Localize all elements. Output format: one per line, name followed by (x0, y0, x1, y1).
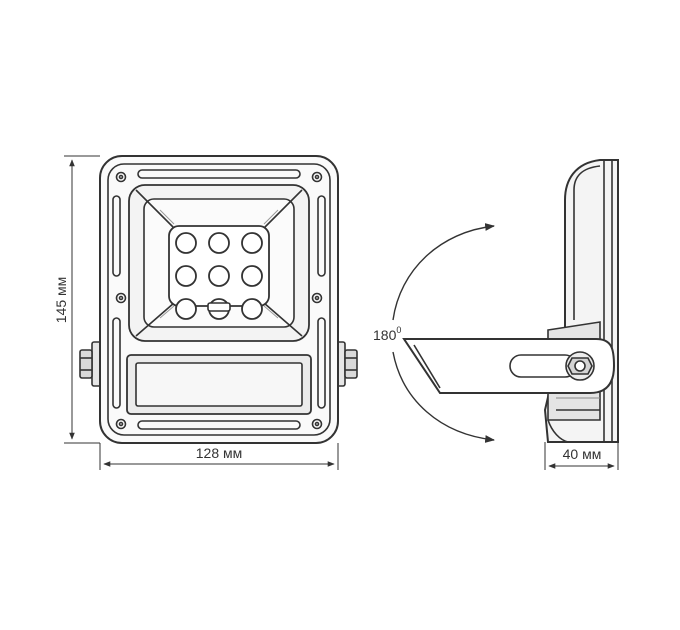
right-slot-upper (317, 195, 326, 277)
rotation-degree-mark: 0 (396, 325, 401, 335)
right-bracket-bolt (335, 341, 358, 387)
left-slot-upper (112, 195, 121, 277)
housing-inner (107, 163, 331, 436)
height-dimension (64, 155, 100, 444)
led-chip (208, 232, 230, 254)
bottom-slot (137, 420, 301, 430)
led-chip (208, 265, 230, 287)
width-dimension (99, 443, 339, 470)
rotation-value: 180 (373, 327, 397, 343)
rotation-arc-upper (392, 223, 495, 321)
left-slot-lower (112, 317, 121, 409)
pivot-bolt (565, 351, 595, 381)
left-bracket-bolt (79, 341, 102, 387)
side-view (402, 159, 619, 443)
rotation-arc-lower (392, 351, 495, 443)
rotation-label: 1800 (373, 325, 401, 343)
driver-window-inner (135, 362, 303, 407)
right-slot-lower (317, 317, 326, 409)
led-chip (175, 265, 197, 287)
depth-dimension (544, 442, 619, 470)
rotation-indicator (392, 223, 495, 443)
front-view (79, 155, 358, 444)
top-slot (137, 169, 301, 179)
led-chip (241, 232, 263, 254)
led-chip (175, 298, 197, 320)
led-chip (175, 232, 197, 254)
width-label: 128 мм (196, 445, 243, 461)
led-chip (241, 298, 263, 320)
height-label: 145 мм (53, 277, 69, 324)
depth-label: 40 мм (563, 446, 602, 462)
bracket-arm (402, 338, 616, 394)
led-connector (207, 302, 231, 312)
led-chip (241, 265, 263, 287)
screws (115, 171, 323, 430)
